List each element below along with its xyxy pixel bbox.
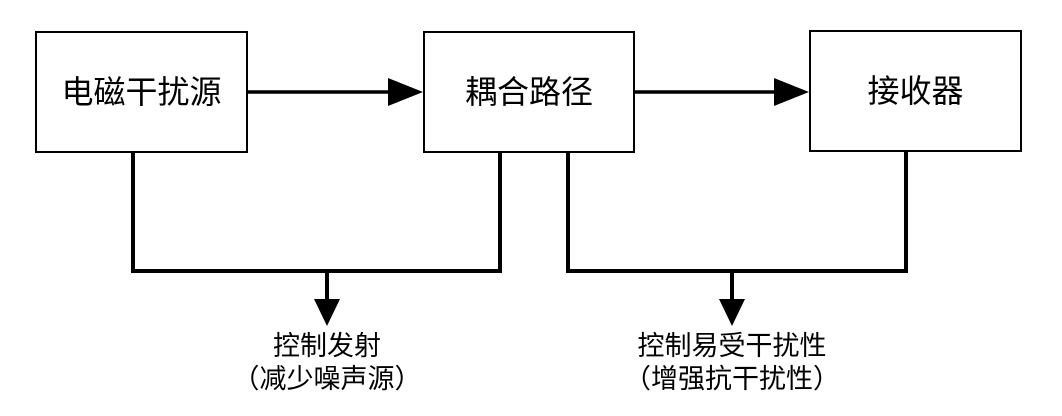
annotation-control-emission-line1: 控制发射 [273, 331, 381, 361]
annotation-control-susceptibility-line2: （增强抗干扰性） [624, 364, 840, 394]
annotation-control-emission: 控制发射 （减少噪声源） [233, 330, 422, 396]
arrow-susceptibility-head-icon [719, 299, 745, 326]
box-receiver: 接收器 [809, 30, 1022, 152]
bracket-susceptibility-connector [566, 152, 908, 273]
box-emi-source: 电磁干扰源 [35, 31, 248, 153]
arrow-source-to-coupling-head-icon [388, 78, 423, 106]
box-coupling-path-label: 耦合路径 [464, 74, 593, 110]
annotation-control-emission-line2: （减少噪声源） [232, 364, 422, 394]
box-receiver-label: 接收器 [867, 73, 964, 109]
box-emi-source-label: 电磁干扰源 [61, 74, 222, 110]
bracket-emission-connector [131, 153, 502, 273]
annotation-control-susceptibility-line1: 控制易受干扰性 [637, 331, 827, 361]
annotation-control-susceptibility: 控制易受干扰性 （增强抗干扰性） [624, 330, 840, 396]
arrow-emission-head-icon [314, 299, 340, 326]
arrow-coupling-to-receiver-head-icon [774, 78, 809, 106]
box-coupling-path: 耦合路径 [423, 31, 635, 153]
